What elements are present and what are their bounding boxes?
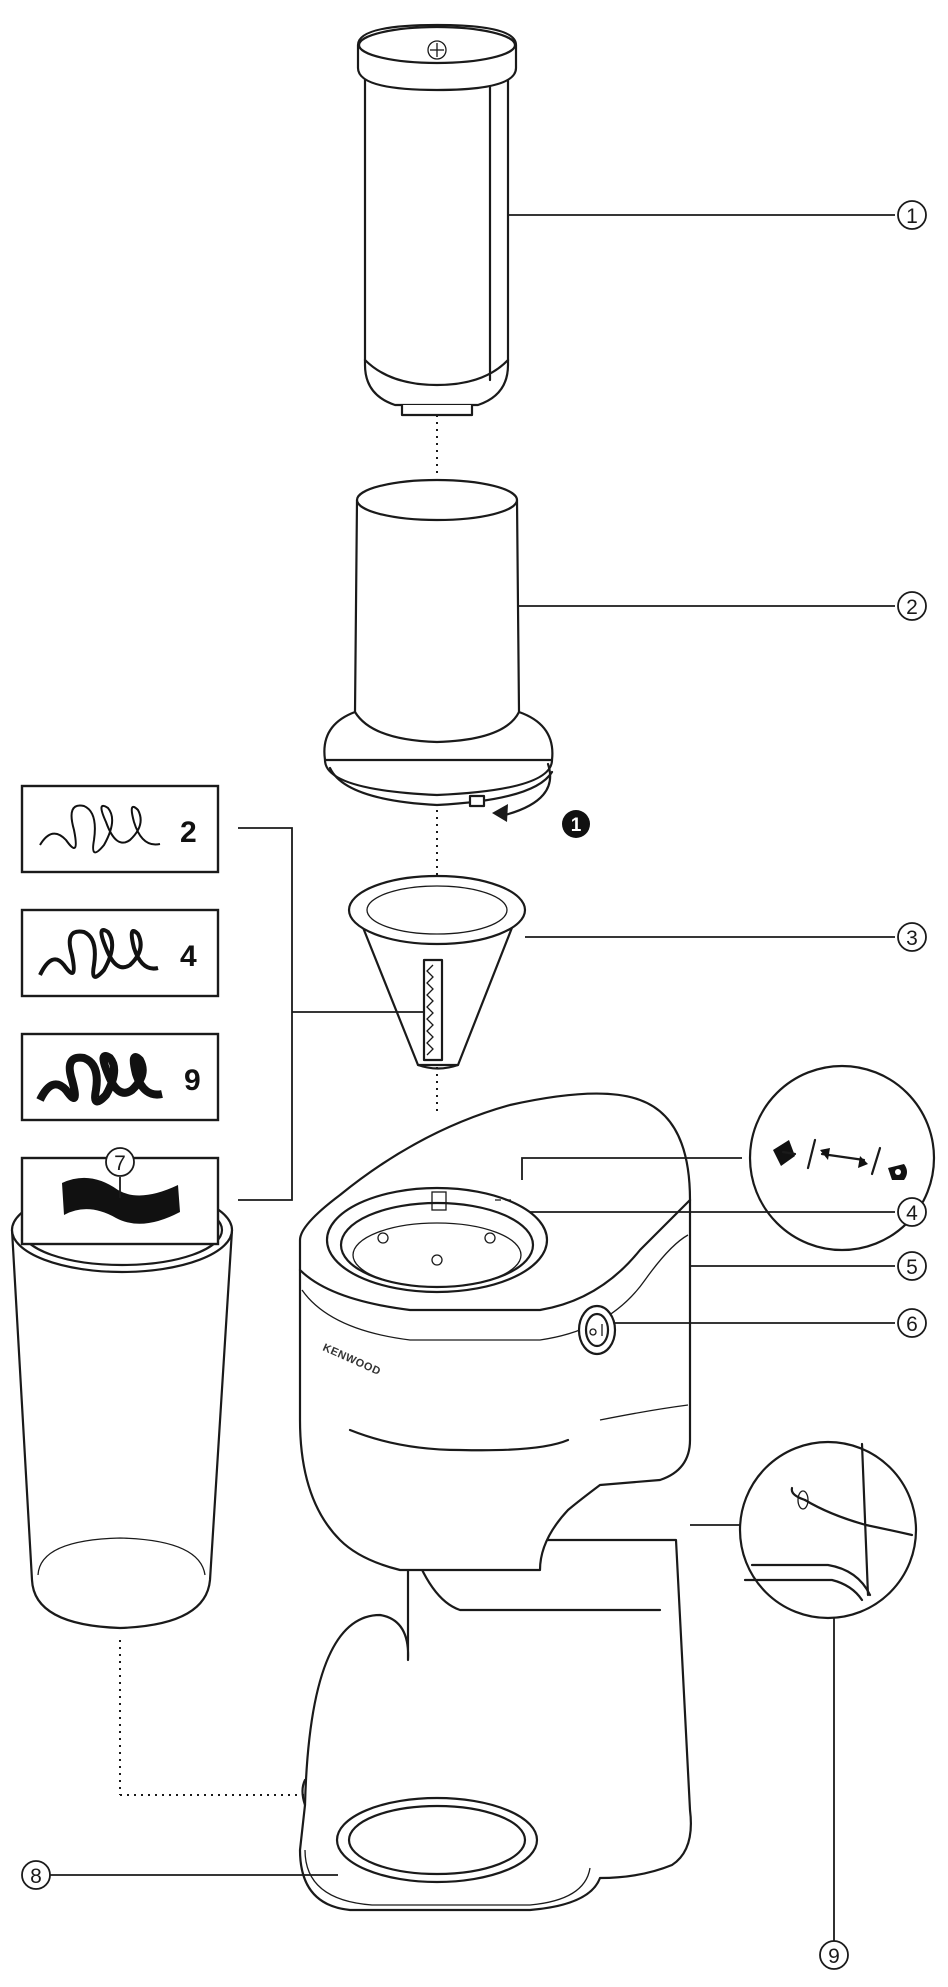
callout-8: 8 [21,1860,51,1890]
rotation-arrow-icon [492,762,552,822]
callout-4-number: 4 [906,1202,918,1225]
cutter-option-9: 9 [20,1032,220,1122]
base-unit: KENWOOD [298,1092,692,1912]
cutter-option-4: 4 [20,908,220,998]
callout-6: 6 [897,1308,927,1338]
leader-lines [50,214,895,1876]
tab-icon [468,794,486,808]
cutting-blade-icon [422,958,444,1062]
kenwood-logo-icon [427,40,447,60]
step-marker: 1 [562,810,590,838]
callout-6-number: 6 [906,1313,918,1336]
callout-8-number: 8 [30,1865,42,1888]
callout-7-number: 7 [114,1152,126,1175]
ribbon-icon [62,1177,180,1224]
callout-2: 2 [897,591,927,621]
callout-4: 4 [897,1197,927,1227]
cutter-option-9-label: 9 [184,1064,201,1097]
cutter-option-2-label: 2 [180,816,197,849]
callout-3: 3 [897,922,927,952]
step-marker-label: 1 [571,815,582,836]
cutter-option-2: 2 [20,784,220,874]
cutter-option-4-label: 4 [180,940,197,973]
lock-indicator-detail [748,1064,936,1252]
collection-bowl [10,1186,234,1630]
callout-5: 5 [897,1251,927,1281]
pusher [356,23,518,417]
callout-5-number: 5 [906,1256,918,1279]
callout-7: 7 [105,1147,135,1177]
cord-storage-detail [738,1440,918,1620]
callout-3-number: 3 [906,927,918,950]
medium-spiral-icon [38,928,159,979]
thin-spiral-icon [39,804,161,854]
feed-tube [323,478,554,808]
spiralizer-cone [347,874,527,1070]
callout-1-number: 1 [906,205,918,228]
thick-spiral-icon [36,1052,163,1106]
power-switch [577,1304,617,1356]
callout-1: 1 [897,200,927,230]
callout-2-number: 2 [906,596,918,619]
callout-9-number: 9 [828,1945,840,1968]
callout-9: 9 [819,1940,849,1970]
